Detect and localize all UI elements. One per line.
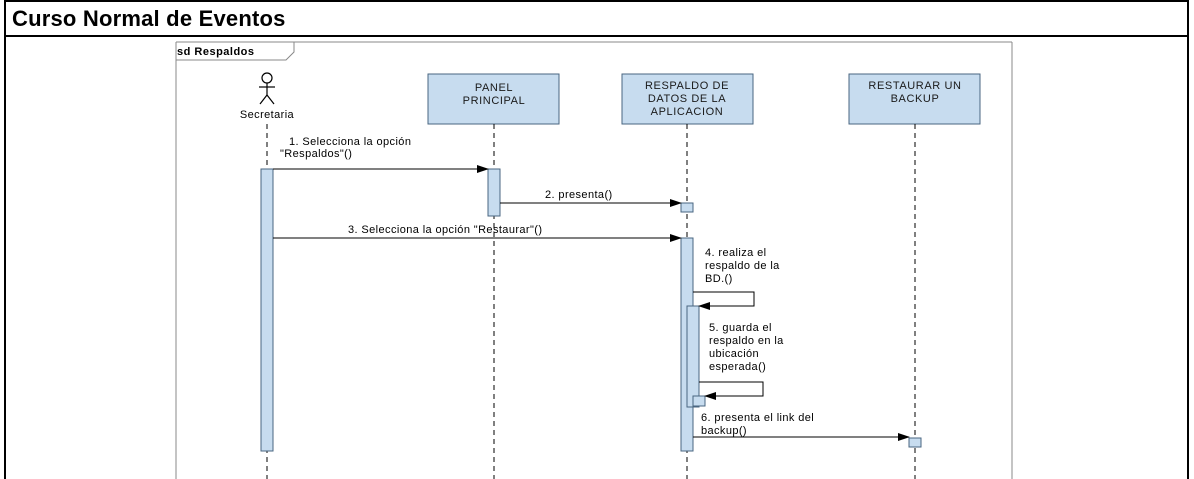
lifeline-label-line: PRINCIPAL <box>463 95 526 107</box>
content-table-frame <box>4 0 1189 479</box>
activation-bar <box>680 202 694 213</box>
message-label: 5. guarda el <box>709 322 772 334</box>
activation-bar <box>908 437 922 448</box>
lifeline-label-line: APLICACION <box>651 106 724 118</box>
message-label: 4. realiza el <box>705 247 766 259</box>
message-label: ubicación <box>709 348 759 360</box>
message-label: 6. presenta el link del <box>701 412 814 424</box>
message-label: esperada() <box>709 361 766 373</box>
message-label: 1. Selecciona la opción <box>289 136 411 148</box>
lifeline-box <box>848 73 981 125</box>
diagram-frame: sd Respaldos <box>175 41 1013 479</box>
lifeline-label-line: DATOS DE LA <box>648 93 726 105</box>
lifeline-box <box>621 73 754 125</box>
message-label: respaldo en la <box>709 335 784 347</box>
lifeline-panel-principal: PANEL PRINCIPAL <box>427 73 560 125</box>
message-label: "Respaldos"() <box>280 148 352 160</box>
section-title: Curso Normal de Eventos <box>12 6 286 31</box>
activations <box>260 168 922 452</box>
activation-bar <box>686 305 700 408</box>
lifeline-respaldo-datos: RESPALDO DE DATOS DE LA APLICACION <box>621 73 754 125</box>
message-label: respaldo de la <box>705 260 780 272</box>
lifeline-label-line: BACKUP <box>891 93 940 105</box>
lifeline-label-line: RESTAURAR UN <box>868 80 961 92</box>
title-divider <box>4 35 1189 37</box>
lifeline-dashes <box>266 124 916 479</box>
self-message-arrow <box>699 381 764 400</box>
activation-bar <box>487 168 501 217</box>
actor-secretaria: Secretaria <box>240 72 295 121</box>
activation-bar <box>260 168 274 452</box>
actor-name: Secretaria <box>240 109 295 121</box>
actor-head-icon <box>261 72 273 84</box>
message-label: BD.() <box>705 273 733 285</box>
message-arrows <box>273 165 910 441</box>
activation-bar <box>692 395 706 407</box>
self-message-arrow <box>693 291 755 310</box>
message-label: backup() <box>701 425 747 437</box>
lifeline-label-line: RESPALDO DE <box>645 80 729 92</box>
lifeline-restaurar-backup: RESTAURAR UN BACKUP <box>848 73 981 125</box>
message-label: 2. presenta() <box>545 189 613 201</box>
message-label: 3. Selecciona la opción "Restaurar"() <box>348 224 542 236</box>
lifeline-label-line: PANEL <box>475 82 513 94</box>
frame-label: sd Respaldos <box>177 46 255 58</box>
lifeline-box <box>427 73 560 125</box>
